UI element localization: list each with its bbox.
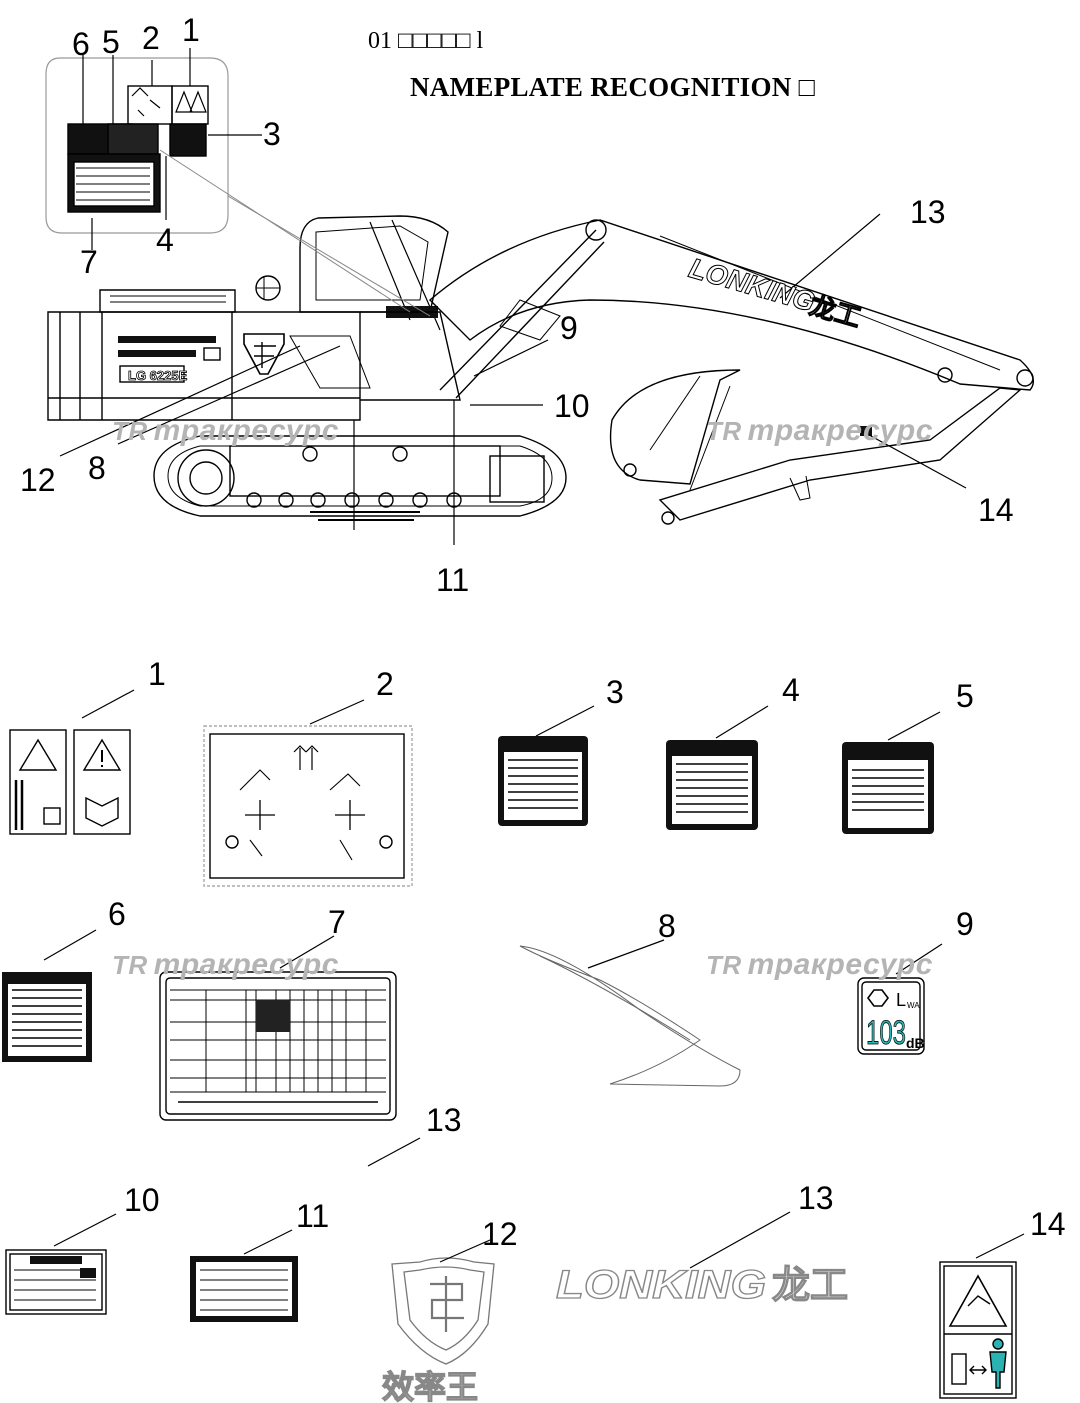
- boom-brand-cn-text: 龙工: [806, 290, 864, 333]
- callout-7-inset: 7: [80, 244, 98, 280]
- callout-6: 6: [108, 896, 126, 932]
- callout-12-machine: 12: [20, 462, 56, 498]
- callout-7: 7: [328, 904, 346, 940]
- callout-8-machine: 8: [88, 450, 106, 486]
- decal-10-nameplate: [5, 1213, 117, 1315]
- callout-11: 11: [296, 1198, 330, 1234]
- callout-4-inset: 4: [156, 222, 174, 258]
- decal-14-crush-warning: [939, 1233, 1025, 1399]
- decal-5-warning-text: [842, 711, 941, 834]
- decal-11-nameplate: [190, 1229, 298, 1322]
- diagram-title: NAMEPLATE RECOGNITION □: [410, 72, 816, 102]
- callout-10: 10: [124, 1182, 160, 1218]
- callout-13-machine: 13: [910, 194, 946, 230]
- decal-inset: [45, 48, 262, 250]
- callout-9-machine: 9: [560, 310, 578, 346]
- decal-2-control-pattern: [203, 699, 413, 887]
- watermark-logo-icon: TR: [112, 950, 148, 980]
- decal-4-warning-text: [666, 705, 769, 830]
- excavator-drawing: [47, 149, 1034, 545]
- noise-unit-text: dB: [906, 1035, 925, 1051]
- model-plate-text: LG 6225E: [128, 368, 188, 383]
- callout-13: 13: [798, 1180, 834, 1216]
- callout-5: 5: [956, 678, 974, 714]
- decal-3-warning-text: [498, 705, 595, 826]
- boom-brand-text: LONKING: [686, 252, 819, 317]
- decal-7-maintenance-table: [159, 935, 397, 1121]
- noise-sub-text: WA: [907, 1001, 920, 1010]
- diagram-code: 01 □□□□□ l: [368, 28, 484, 54]
- callout-1: 1: [148, 656, 166, 692]
- noise-label-text: L: [896, 990, 906, 1010]
- callout-14-machine: 14: [978, 492, 1014, 528]
- decal-8-stripe: [519, 939, 741, 1087]
- decal-1-warning-pair: [9, 689, 135, 835]
- decal-9-noise-level: [857, 943, 943, 1055]
- callout-8: 8: [658, 908, 676, 944]
- callout-1-inset: 1: [182, 12, 200, 48]
- decal-12-emblem-text: 效率王: [382, 1369, 478, 1403]
- callout-3-inset: 3: [263, 116, 281, 152]
- watermark-logo-icon: TR: [112, 416, 148, 446]
- callout-10-machine: 10: [554, 388, 590, 424]
- callout-14: 14: [1030, 1206, 1066, 1242]
- callout-3: 3: [606, 674, 624, 710]
- callout-9: 9: [956, 906, 974, 942]
- callout-5-inset: 5: [102, 24, 120, 60]
- callout-6-inset: 6: [72, 26, 90, 62]
- decal-13-brand-text: LONKING: [556, 1263, 766, 1307]
- callout-13-upper: 13: [426, 1102, 462, 1138]
- decal-13-brand-cn-text: 龙工: [772, 1265, 848, 1307]
- decal-6-instruction: [2, 929, 97, 1062]
- decal-12-emblem: [391, 1239, 495, 1365]
- callout-2-inset: 2: [142, 20, 160, 56]
- noise-value-text: 103: [866, 1014, 906, 1052]
- callout-11-machine: 11: [436, 562, 470, 598]
- watermark-logo-icon: TR: [706, 416, 742, 446]
- callout-12: 12: [482, 1216, 518, 1252]
- callout-2: 2: [376, 666, 394, 702]
- callout-4: 4: [782, 672, 800, 708]
- watermark-logo-icon: TR: [706, 950, 742, 980]
